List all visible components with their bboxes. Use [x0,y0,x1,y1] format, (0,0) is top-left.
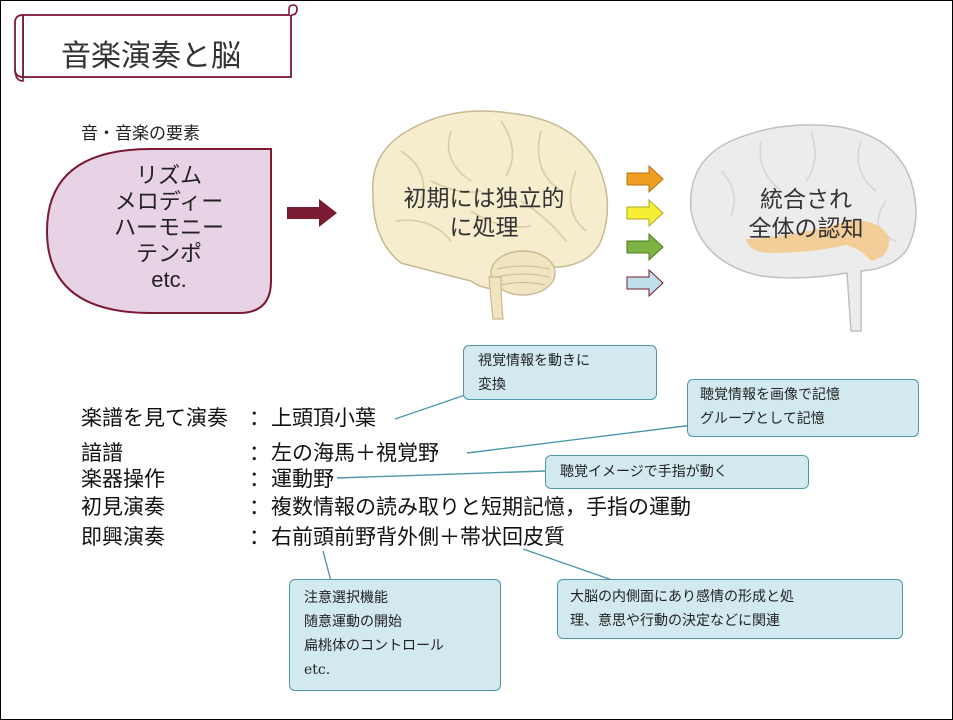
row-sep-memorize: ： [249,442,270,465]
callout-limbic-line1: 大脳の内側面にあり感情の形成と処 [570,589,794,605]
row-label-memorize: 諳譜 [81,442,123,465]
callout-attention-line4: etc. [304,662,331,678]
row-value-sightreading: 複数情報の読み取りと短期記憶，手指の運動 [271,496,691,519]
row-value-improvisation: 右前頭前野背外側＋帯状回皮質 [271,526,565,549]
row-label-improvisation: 即興演奏 [81,526,165,549]
row-sep-instrument: ： [249,468,270,491]
row-label-sightreading: 初見演奏 [81,496,165,519]
brain-right-line1: 統合され [760,186,852,212]
callout-visual-motion-line1: 視覚情報を動きに [478,353,590,369]
elements-heading: 音・音楽の要素 [81,124,200,144]
callout-attention-line2: 随意運動の開始 [304,614,402,630]
row-sep-score: ： [249,407,270,430]
callout-attention: 注意選択機能 随意運動の開始 扁桃体のコントロール etc. [289,579,501,691]
callout-visual-motion: 視覚情報を動きに 変換 [463,345,657,400]
row-sep-improvisation: ： [249,526,270,549]
callout-limbic: 大脳の内側面にあり感情の形成と処 理、意思や行動の決定などに関連 [557,579,903,639]
brain-left-line2: に処理 [449,214,519,240]
element-rhythm: リズム [135,163,202,188]
callout-auditory-image-line2: グループとして記憶 [700,411,825,427]
brain-right-line2: 全体の認知 [748,215,864,241]
callout-auditory-image-line1: 聴覚情報を画像で記憶 [700,387,840,403]
row-sep-sightreading: ： [249,496,270,519]
callout-auditory-image: 聴覚情報を画像で記憶 グループとして記憶 [687,379,919,437]
element-harmony: ハーモニー [113,215,224,240]
element-etc: etc. [151,267,187,292]
callout-attention-line1: 注意選択機能 [304,590,388,606]
row-value-score: 上頭頂小葉 [271,407,376,430]
row-value-instrument: 運動野 [271,468,334,491]
callout-attention-line3: 扁桃体のコントロール [304,638,444,654]
page-title: 音楽演奏と脳 [61,39,241,74]
element-tempo: テンポ [135,241,202,266]
element-melody: メロディー [114,189,224,214]
callout-visual-motion-line2: 変換 [478,377,506,393]
row-value-memorize: 左の海馬＋視覚野 [271,442,439,465]
callout-auditory-hand-line1: 聴覚イメージで手指が動く [560,464,728,480]
row-label-instrument: 楽器操作 [81,468,165,491]
brain-left-line1: 初期には独立的 [403,185,565,211]
row-label-score: 楽譜を見て演奏 [81,407,228,430]
callout-limbic-line2: 理、意思や行動の決定などに関連 [570,613,780,629]
callout-auditory-hand: 聴覚イメージで手指が動く [545,455,809,489]
